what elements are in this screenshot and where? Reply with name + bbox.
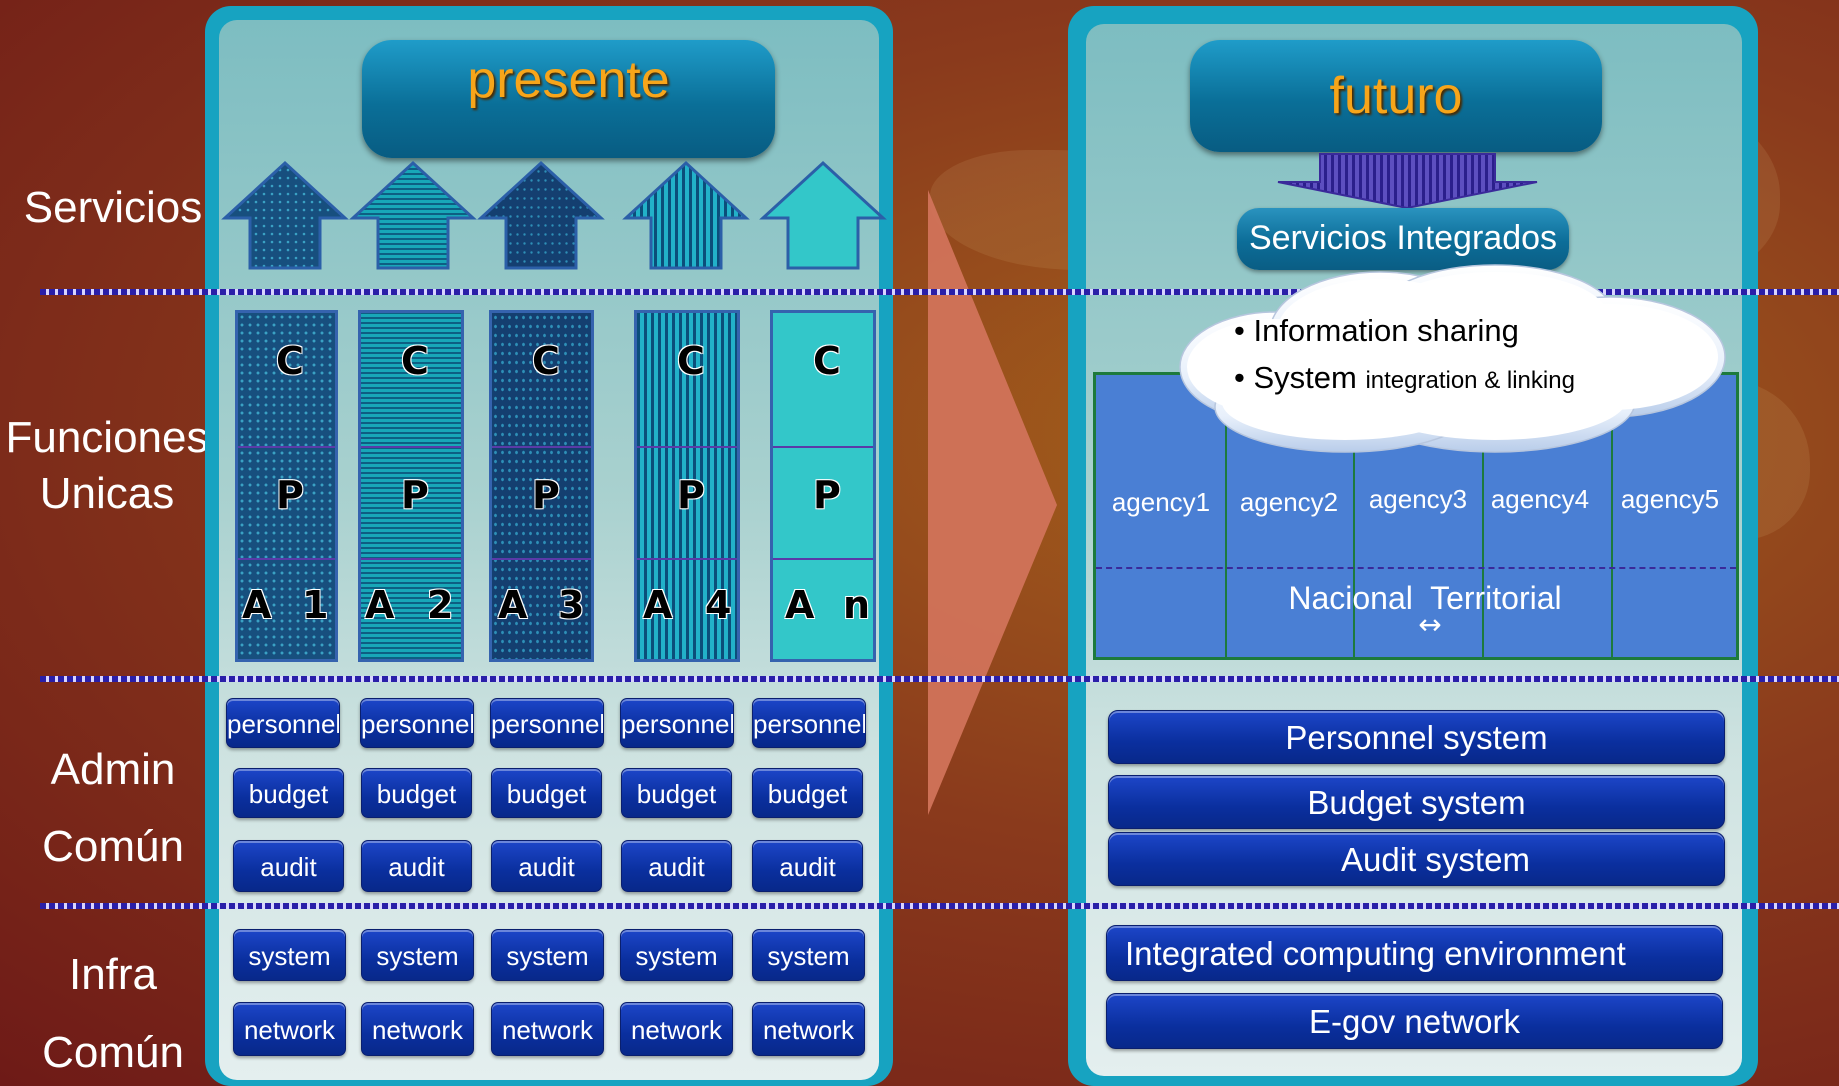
system-button[interactable]: system [361,929,474,981]
service-arrows [221,160,887,270]
agency-number: n [843,583,871,627]
function-column-4: C P A 4 [634,310,740,662]
letter-a: A [242,583,272,627]
personnel-button[interactable]: personnel [226,698,340,748]
system-button[interactable]: system [491,929,604,981]
budget-button[interactable]: budget [491,768,602,818]
network-button[interactable]: network [491,1002,604,1056]
section-divider [40,903,1839,909]
personnel-button[interactable]: personnel [752,698,866,748]
letter-c: C [813,339,841,383]
nacional-territorial-label: Nacional Territorial [1288,580,1562,616]
personnel-system-button[interactable]: Personnel system [1108,710,1725,764]
agency-label-4: agency4 [1490,484,1590,514]
letter-c: C [677,339,705,383]
audit-button[interactable]: audit [361,840,472,892]
budget-system-button[interactable]: Budget system [1108,775,1725,829]
information-cloud [1179,264,1726,453]
agency-label-3: agency3 [1368,484,1468,514]
system-button[interactable]: system [233,929,346,981]
network-button[interactable]: network [361,1002,474,1056]
budget-button[interactable]: budget [361,768,472,818]
section-divider [40,289,1839,295]
bidirectional-arrow-icon: ↔ [1418,608,1442,641]
service-arrow-1 [221,160,349,270]
network-button[interactable]: network [620,1002,733,1056]
letter-a: A [365,583,395,627]
agency-label-5: agency5 [1620,484,1720,514]
audit-button[interactable]: audit [752,840,863,892]
service-arrow-4 [622,160,750,270]
system-button[interactable]: system [752,929,865,981]
letter-c: C [532,339,560,383]
letter-p: P [276,473,304,517]
cloud-bullet-integration-small: integration & linking [1365,367,1575,394]
letter-a: A [643,583,673,627]
egov-network-button[interactable]: E-gov network [1106,993,1723,1049]
cloud-bullet-sharing: • Information sharing [1234,313,1519,348]
personnel-button[interactable]: personnel [490,698,604,748]
function-column-2: C P A 2 [358,310,464,662]
audit-button[interactable]: audit [491,840,602,892]
present-title: presente [362,40,775,158]
agency-number: 2 [427,583,454,627]
service-arrow-5 [759,160,887,270]
budget-button[interactable]: budget [233,768,344,818]
agency-number: 4 [705,583,732,627]
admin-comun-label: Común [42,822,184,871]
budget-button[interactable]: budget [752,768,863,818]
letter-p: P [401,473,429,517]
letter-p: P [677,473,705,517]
system-button[interactable]: system [620,929,733,981]
function-column-1: C P A 1 [235,310,338,662]
section-divider [40,676,1839,682]
letter-c: C [276,339,304,383]
cloud-bullet-integration: • System integration & linking [1234,360,1575,396]
letter-p: P [813,473,841,517]
network-button[interactable]: network [752,1002,865,1056]
servicios-integrados-pill: Servicios Integrados [1237,208,1569,270]
letter-a: A [785,583,815,627]
infra-comun-label: Común [42,1028,184,1077]
integrated-computing-button[interactable]: Integrated computing environment [1106,925,1723,981]
network-button[interactable]: network [233,1002,346,1056]
admin-label: Admin [50,745,176,794]
integration-down-arrow [1277,153,1538,210]
agency-label-1: agency1 [1111,487,1211,517]
service-arrow-3 [477,160,605,270]
service-arrow-2 [349,160,477,270]
infra-label: Infra [68,950,158,999]
transition-arrow [928,190,1057,815]
personnel-button[interactable]: personnel [620,698,734,748]
agency-number: 1 [302,583,329,627]
funciones-unicas-label: Funciones Unicas [5,413,209,518]
audit-button[interactable]: audit [621,840,732,892]
cloud-bullet-system: • System [1234,360,1357,395]
audit-button[interactable]: audit [233,840,344,892]
letter-a: A [498,583,528,627]
servicios-label: Servicios [23,183,203,232]
letter-p: P [532,473,560,517]
letter-c: C [401,339,429,383]
function-column-n: C P A n [770,310,876,662]
personnel-button[interactable]: personnel [360,698,474,748]
future-title: futuro [1190,40,1602,152]
budget-button[interactable]: budget [621,768,732,818]
function-column-3: C P A 3 [489,310,594,662]
agency-number: 3 [558,583,585,627]
agency-label-2: agency2 [1239,487,1339,517]
audit-system-button[interactable]: Audit system [1108,832,1725,886]
